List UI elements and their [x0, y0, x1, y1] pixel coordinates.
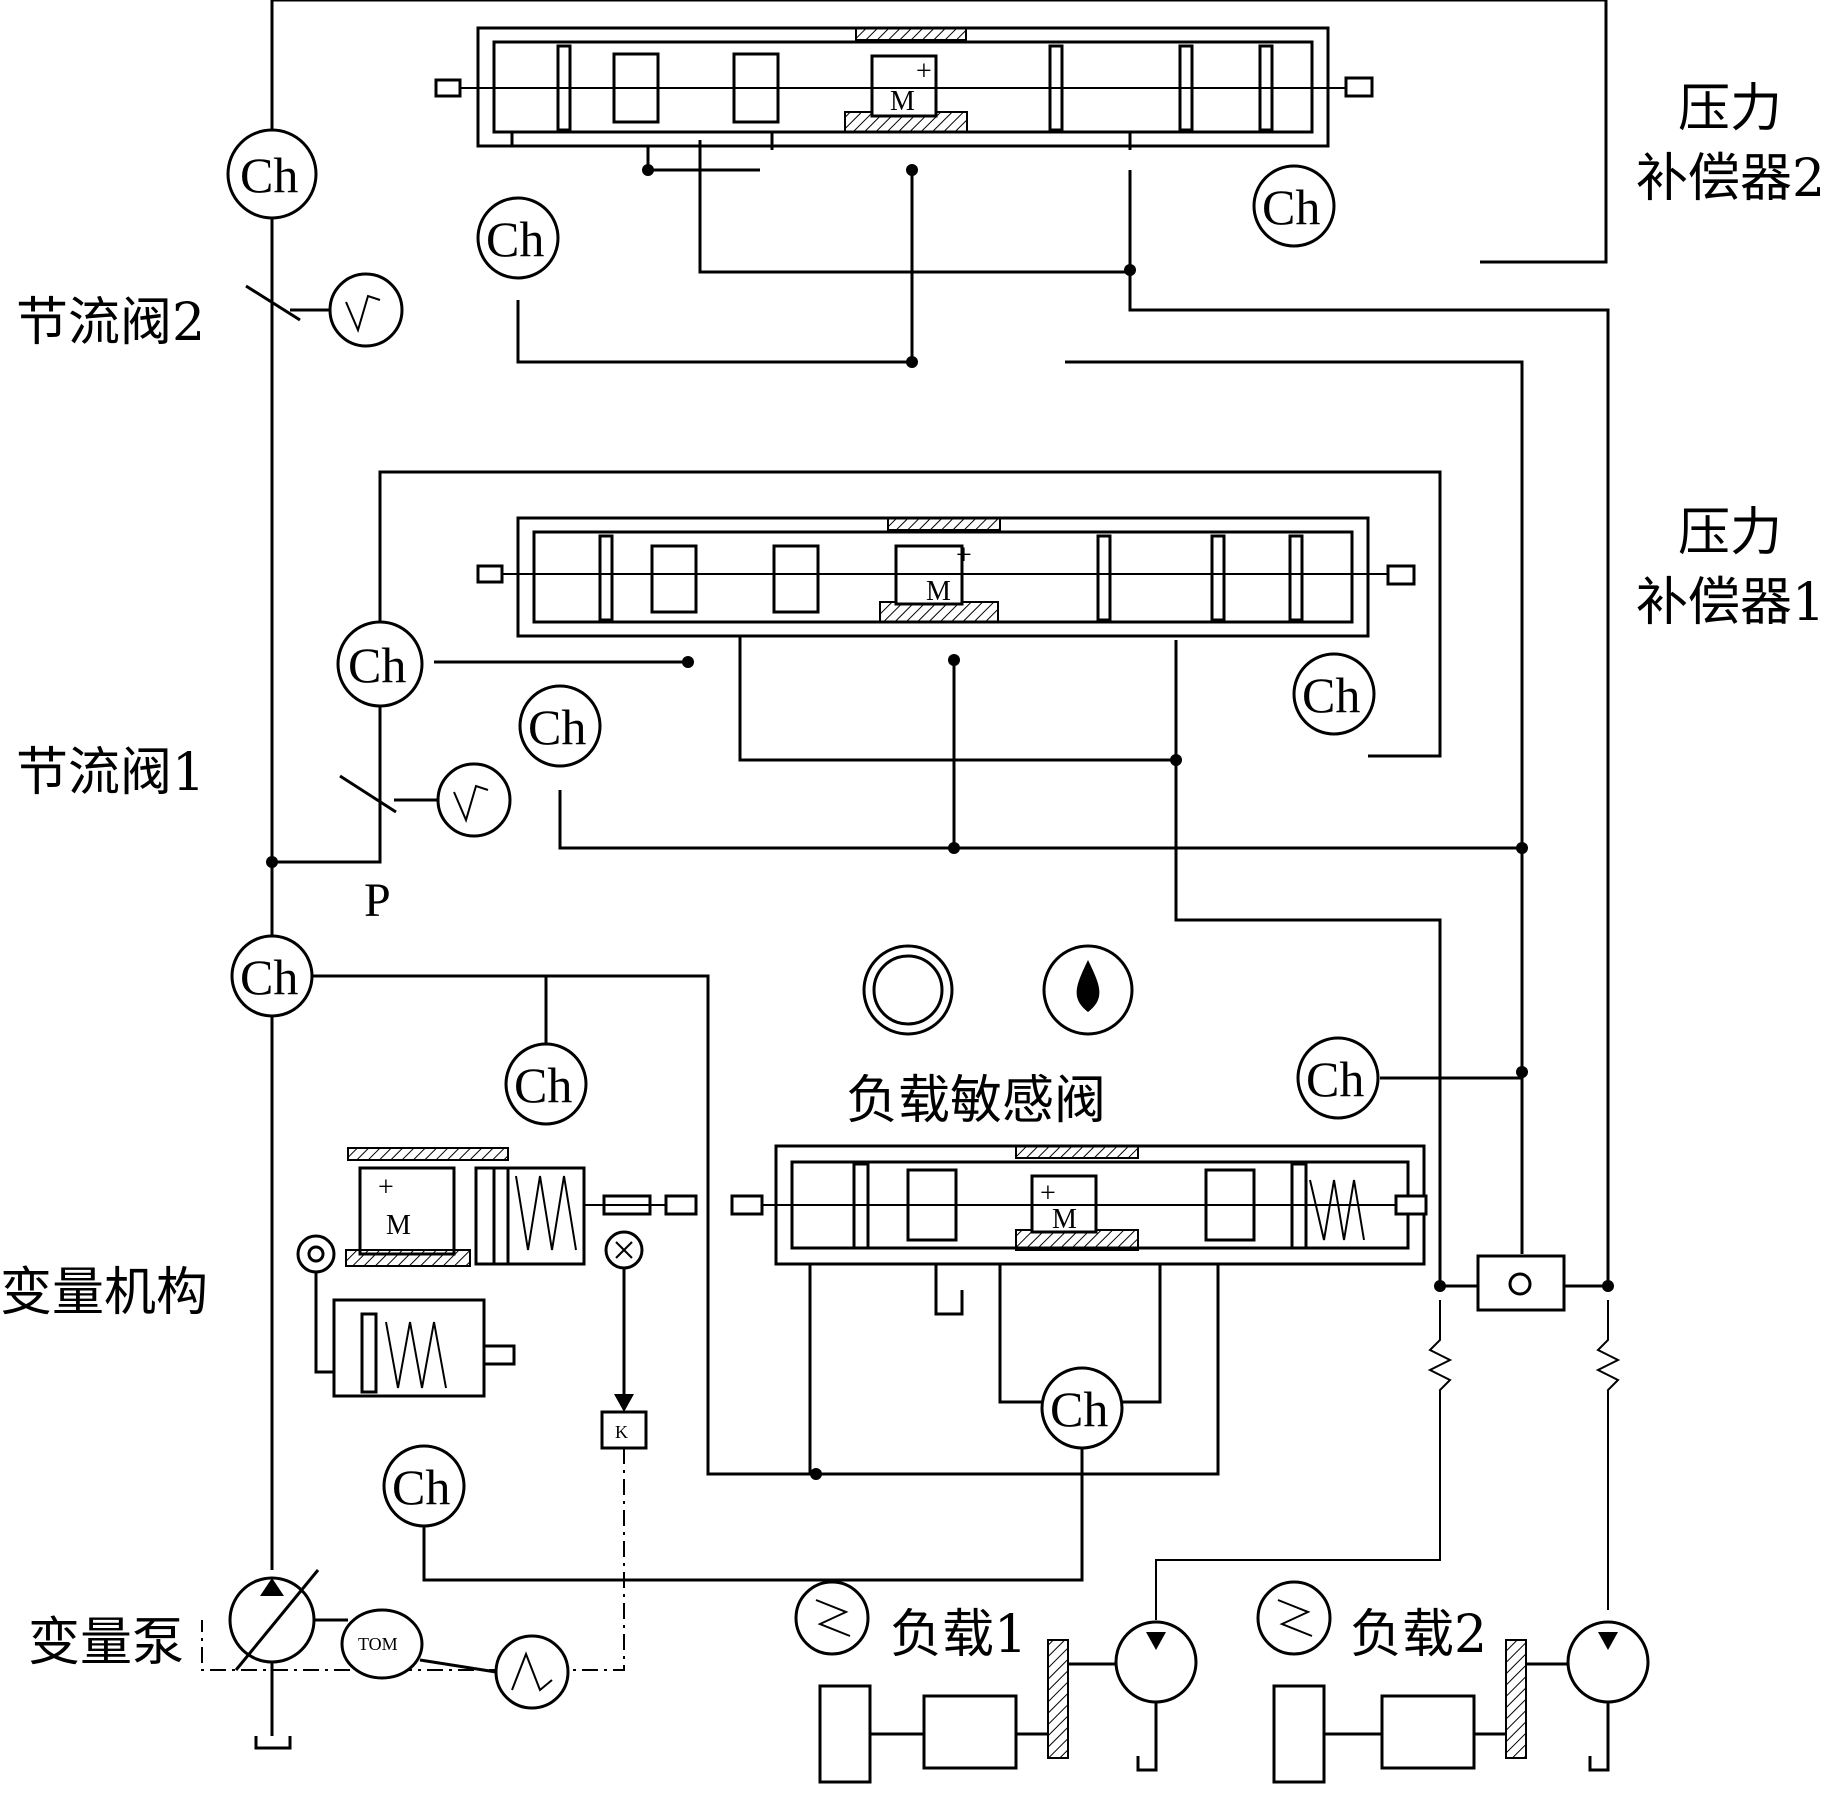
chamber-ch-3: Ch [1252, 164, 1336, 248]
svg-text:Ch: Ch [528, 699, 586, 755]
mass-symbol-top: M [890, 86, 915, 117]
svg-text:Ch: Ch [1302, 667, 1360, 723]
label-load-sensing-valve: 负载敏感阀 [846, 1071, 1106, 1131]
pressure-compensator-1: M + [378, 470, 1522, 1286]
throttles [245, 272, 512, 838]
load-1 [794, 1580, 1198, 1784]
chamber-ch-5: Ch [518, 684, 602, 768]
pressure-compensator-2: M + [434, 26, 1374, 176]
label-pressure-comp-2-line2: 补偿器2 [1636, 149, 1825, 209]
ls-feed-lines [312, 974, 1522, 1582]
supply-lines [266, 0, 1610, 1570]
label-variable-mechanism: 变量机构 [0, 1263, 208, 1323]
svg-text:Ch: Ch [1306, 1051, 1364, 1107]
mass-symbol-ls: M [1052, 1204, 1077, 1235]
pc2-feed-lines [516, 140, 1130, 368]
chamber-ch-8: Ch [504, 1042, 588, 1126]
svg-text:M: M [386, 1210, 411, 1241]
label-load-1: 负载1 [890, 1605, 1027, 1665]
motor-tom-icon [340, 1608, 424, 1680]
svg-text:Ch: Ch [486, 211, 544, 267]
svg-text:Ch: Ch [240, 949, 298, 1005]
chamber-ch-1: Ch [226, 128, 318, 220]
chamber-ch-10: Ch [1040, 1366, 1124, 1450]
chamber-ch-9: Ch [1296, 1036, 1380, 1120]
labels: 压力 补偿器2 压力 补偿器1 节流阀2 节流阀1 P 负载敏感阀 变量机构 变… [0, 79, 1825, 1673]
variable-pump: TOM [228, 1569, 570, 1750]
label-port-p: P [364, 874, 391, 927]
label-pressure-comp-2-line1: 压力 [1678, 79, 1782, 139]
svg-text:Ch: Ch [392, 1459, 450, 1515]
gauges [862, 944, 1134, 1036]
gain-label: K [615, 1422, 628, 1442]
label-pressure-comp-1-line1: 压力 [1678, 503, 1782, 563]
svg-text:+: + [956, 540, 972, 571]
label-variable-pump: 变量泵 [28, 1613, 184, 1673]
svg-text:Ch: Ch [514, 1057, 572, 1113]
label-throttle-2: 节流阀2 [16, 293, 205, 353]
mass-symbol-mid: M [926, 576, 951, 607]
chambers: Ch Ch Ch Ch Ch Ch Ch Ch [226, 128, 1380, 1528]
svg-text:TOM: TOM [358, 1634, 398, 1654]
load-2 [1256, 1580, 1650, 1784]
chamber-ch-11: Ch [382, 1444, 466, 1528]
label-throttle-1: 节流阀1 [16, 743, 205, 803]
chamber-ch-6: Ch [1292, 652, 1376, 736]
svg-text:Ch: Ch [240, 147, 298, 203]
check-valves [1155, 1300, 1621, 1620]
svg-text:+: + [916, 56, 932, 87]
throttle-valve-2-icon [245, 272, 404, 348]
svg-text:Ch: Ch [1262, 179, 1320, 235]
load-sensing-valve: M + [730, 1144, 1428, 1480]
svg-text:+: + [1040, 1178, 1056, 1209]
variable-mechanism: M + K [201, 1147, 698, 1671]
throttle-valve-1-icon [339, 762, 512, 838]
svg-text:Ch: Ch [1050, 1381, 1108, 1437]
svg-text:+: + [378, 1172, 394, 1203]
chamber-ch-7: Ch [230, 934, 314, 1018]
chamber-ch-2: Ch [476, 196, 560, 280]
label-pressure-comp-1-line2: 补偿器1 [1636, 573, 1825, 633]
chamber-ch-4: Ch [336, 620, 424, 708]
svg-text:Ch: Ch [348, 637, 406, 693]
label-load-2: 负载2 [1350, 1605, 1487, 1665]
shuttle-valve [1434, 1254, 1614, 1312]
